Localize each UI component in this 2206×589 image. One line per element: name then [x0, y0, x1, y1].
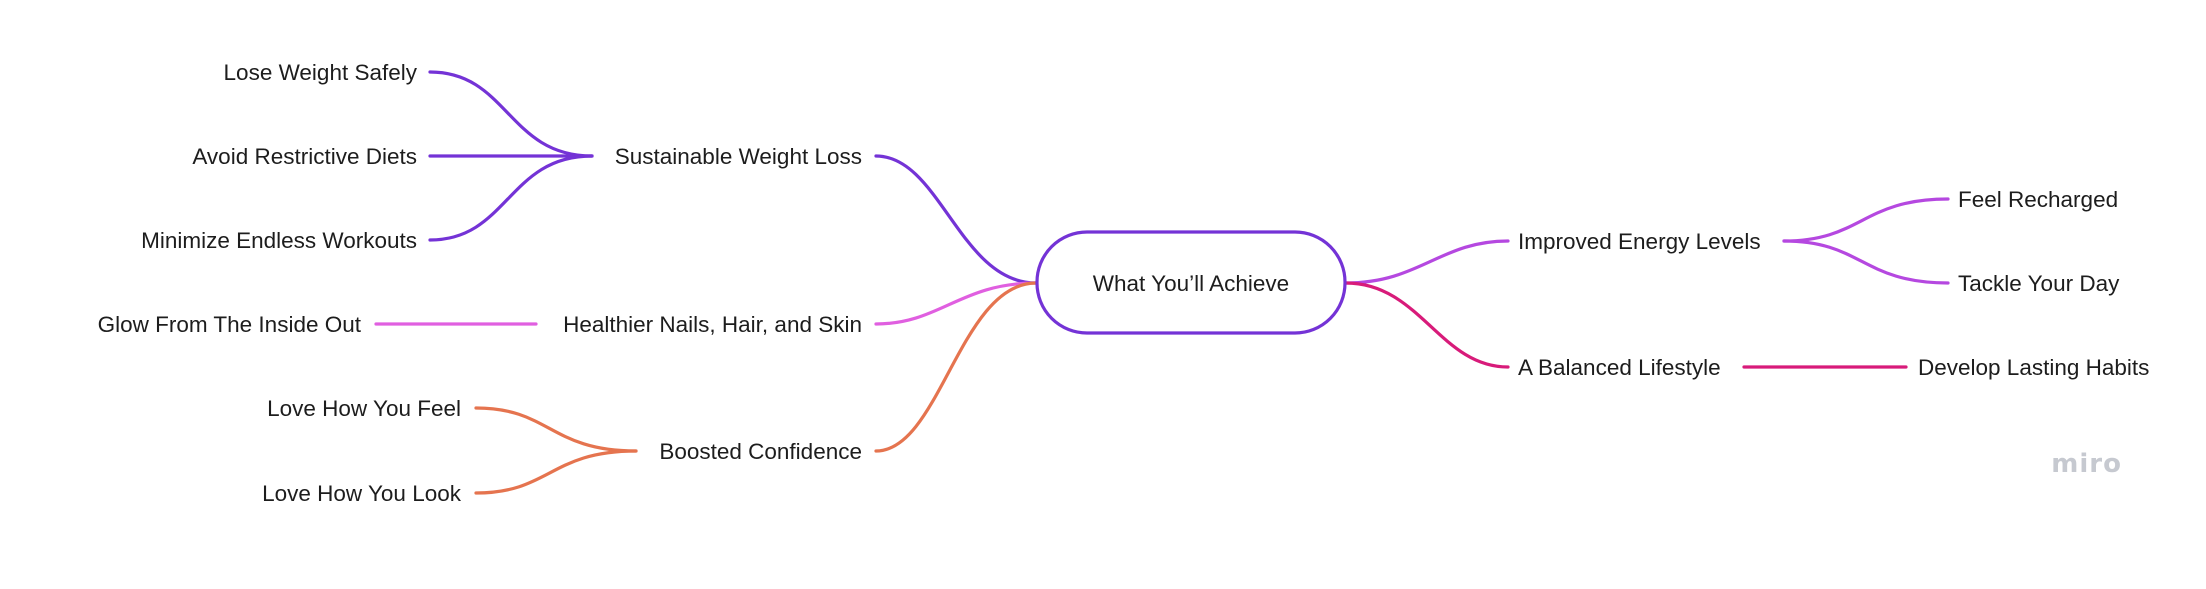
- node-love-how-you-look[interactable]: Love How You Look: [262, 481, 462, 506]
- node-minimize-endless-workouts[interactable]: Minimize Endless Workouts: [141, 228, 417, 253]
- node-balanced-lifestyle[interactable]: A Balanced Lifestyle: [1518, 355, 1721, 380]
- node-sustainable-weight-loss[interactable]: Sustainable Weight Loss: [615, 144, 862, 169]
- edge-root-weight-loss: [874, 154, 1038, 285]
- node-tackle-your-day[interactable]: Tackle Your Day: [1958, 271, 2120, 296]
- node-improved-energy-levels[interactable]: Improved Energy Levels: [1518, 229, 1761, 254]
- root-node-label: What You’ll Achieve: [1093, 271, 1289, 296]
- edge-energy-tackle: [1782, 239, 1950, 285]
- edge-weight-loss-minimize-workouts: [428, 154, 594, 242]
- edge-root-nails: [874, 281, 1038, 326]
- node-healthier-nails-hair-skin[interactable]: Healthier Nails, Hair, and Skin: [563, 312, 862, 337]
- node-glow-from-inside-out[interactable]: Glow From The Inside Out: [98, 312, 362, 337]
- edge-energy-recharged: [1782, 197, 1950, 243]
- root-node-border: [1035, 230, 1347, 335]
- root-node[interactable]: What You’ll Achieve: [1035, 230, 1347, 335]
- edge-root-lifestyle: [1344, 281, 1510, 369]
- edge-root-confidence: [874, 281, 1038, 453]
- edge-confidence-feel: [474, 406, 638, 453]
- edge-weight-loss-lose-weight: [428, 70, 594, 158]
- node-boosted-confidence[interactable]: Boosted Confidence: [659, 439, 862, 464]
- node-feel-recharged[interactable]: Feel Recharged: [1958, 187, 2118, 212]
- miro-watermark-logo: miro: [2051, 449, 2122, 479]
- node-lose-weight-safely[interactable]: Lose Weight Safely: [224, 60, 418, 85]
- node-avoid-restrictive-diets[interactable]: Avoid Restrictive Diets: [192, 144, 417, 169]
- node-love-how-you-feel[interactable]: Love How You Feel: [267, 396, 461, 421]
- edge-confidence-look: [474, 449, 638, 495]
- node-develop-lasting-habits[interactable]: Develop Lasting Habits: [1918, 355, 2149, 380]
- edge-root-energy: [1344, 239, 1510, 285]
